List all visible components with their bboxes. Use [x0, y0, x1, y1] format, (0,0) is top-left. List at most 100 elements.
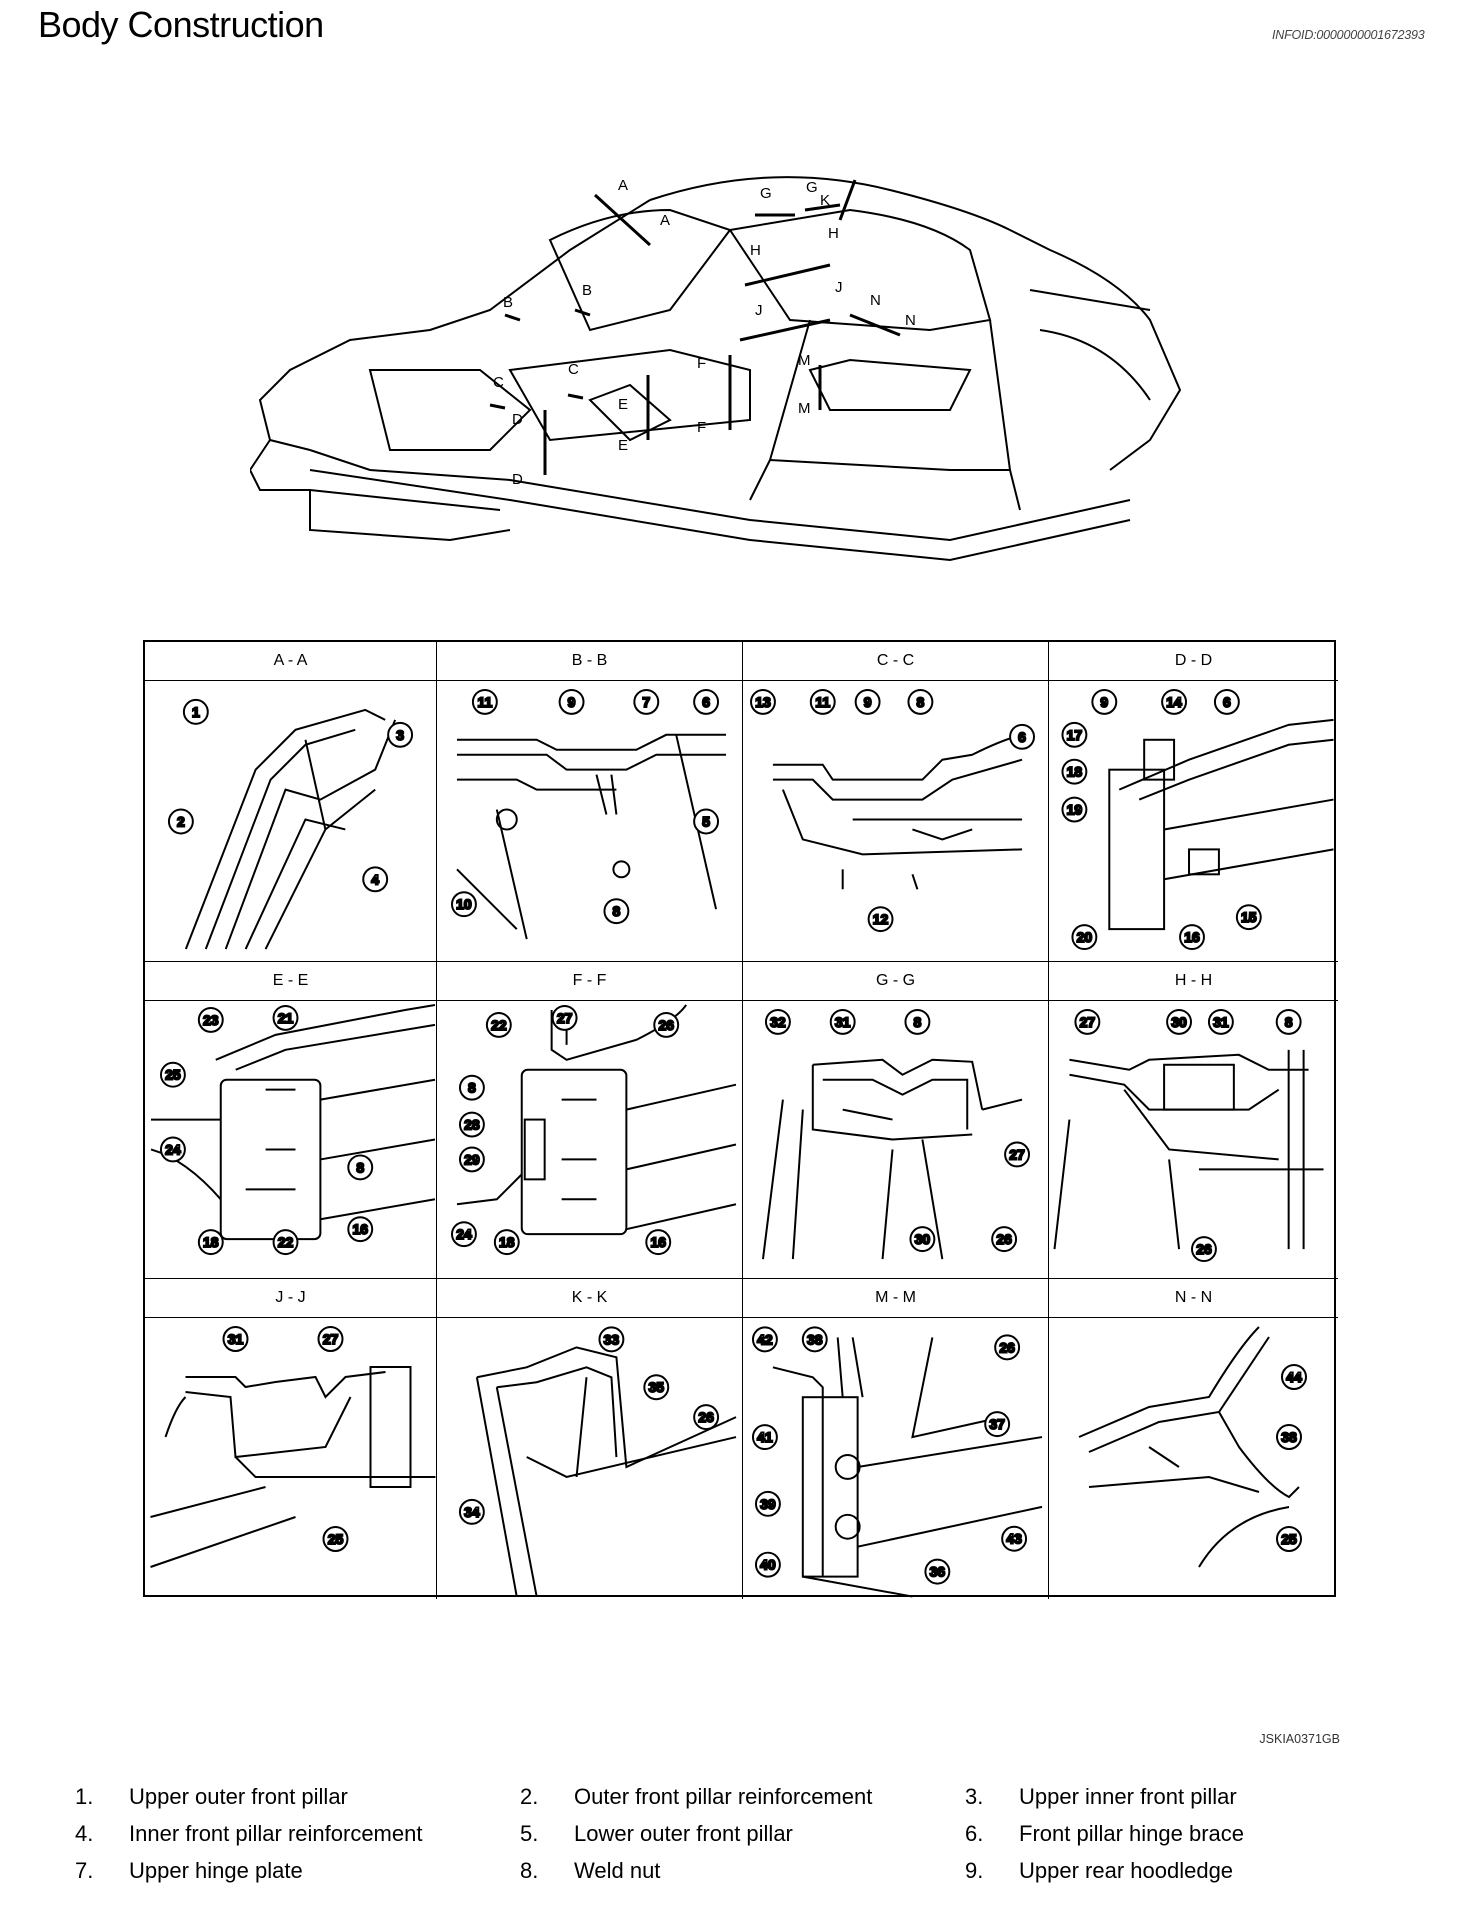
- section-label: J - J: [145, 1279, 436, 1318]
- svg-text:18: 18: [203, 1234, 219, 1250]
- svg-text:14: 14: [1166, 694, 1182, 710]
- svg-text:6: 6: [1018, 729, 1026, 745]
- svg-text:D: D: [512, 471, 523, 488]
- legend-item: 5.Lower outer front pillar: [520, 1821, 793, 1846]
- section-k-k: K - K 33 35 26 34: [437, 1279, 743, 1599]
- section-m-m: M - M 42 38 26 41 37 39 40 36 43: [743, 1279, 1049, 1599]
- svg-text:11: 11: [478, 694, 493, 710]
- svg-text:N: N: [905, 312, 916, 329]
- svg-text:30: 30: [915, 1231, 931, 1247]
- svg-text:38: 38: [807, 1331, 823, 1347]
- svg-text:C: C: [493, 374, 504, 391]
- section-n-n: N - N 44 38 25: [1049, 1279, 1338, 1599]
- legend-item: 3.Upper inner front pillar: [965, 1784, 1237, 1809]
- svg-text:9: 9: [864, 694, 872, 710]
- svg-text:J: J: [835, 279, 843, 296]
- svg-text:11: 11: [815, 694, 830, 710]
- svg-text:40: 40: [760, 1557, 776, 1573]
- svg-text:A: A: [618, 177, 628, 194]
- svg-text:44: 44: [1286, 1369, 1302, 1385]
- svg-text:28: 28: [464, 1117, 480, 1133]
- parts-legend: 1.Upper outer front pillar 2.Outer front…: [75, 1782, 1405, 1893]
- legend-item: 2.Outer front pillar reinforcement: [520, 1784, 873, 1809]
- svg-text:6: 6: [702, 694, 710, 710]
- svg-text:20: 20: [1077, 929, 1093, 945]
- svg-text:B: B: [503, 294, 513, 311]
- svg-text:2: 2: [177, 813, 185, 829]
- svg-text:29: 29: [464, 1151, 480, 1167]
- svg-text:26: 26: [999, 1339, 1015, 1355]
- svg-text:D: D: [512, 411, 523, 428]
- svg-text:J: J: [755, 302, 763, 319]
- svg-text:12: 12: [873, 911, 889, 927]
- section-b-b: B - B 11 9 7 6 5 10 8: [437, 642, 743, 962]
- legend-item: 8.Weld nut: [520, 1858, 661, 1883]
- svg-text:34: 34: [464, 1504, 480, 1520]
- svg-text:A: A: [660, 212, 670, 229]
- svg-text:13: 13: [755, 694, 771, 710]
- section-d-d: D - D 9 14 6 17 18 19 20 16 15: [1049, 642, 1338, 962]
- section-label: H - H: [1049, 962, 1338, 1001]
- svg-text:21: 21: [278, 1010, 294, 1026]
- svg-text:4: 4: [371, 871, 379, 887]
- svg-text:M: M: [798, 400, 811, 417]
- svg-text:C: C: [568, 361, 579, 378]
- info-id: INFOID:0000000001672393: [1272, 28, 1425, 42]
- svg-text:26: 26: [698, 1409, 714, 1425]
- legend-item: 1.Upper outer front pillar: [75, 1784, 348, 1809]
- svg-text:19: 19: [1067, 802, 1083, 818]
- car-body-illustration: A A B B C C D D E E F F G G H H J J K K …: [248, 155, 1230, 600]
- svg-text:27: 27: [1080, 1014, 1096, 1030]
- svg-text:27: 27: [323, 1331, 339, 1347]
- svg-text:10: 10: [456, 896, 472, 912]
- svg-text:31: 31: [1213, 1014, 1229, 1030]
- svg-text:39: 39: [760, 1496, 776, 1512]
- svg-text:17: 17: [1067, 727, 1083, 743]
- svg-text:6: 6: [1223, 694, 1231, 710]
- svg-text:33: 33: [604, 1331, 620, 1347]
- svg-text:25: 25: [165, 1067, 181, 1083]
- svg-text:H: H: [828, 225, 839, 242]
- svg-text:32: 32: [770, 1014, 786, 1030]
- svg-text:38: 38: [1281, 1429, 1297, 1445]
- legend-item: 6.Front pillar hinge brace: [965, 1821, 1245, 1846]
- section-e-e: E - E 23 21 25 8 24 18 22 16: [145, 962, 437, 1279]
- svg-text:42: 42: [757, 1331, 773, 1347]
- section-a-a: A - A 1 2 3 4: [145, 642, 437, 962]
- page-title: Body Construction: [38, 4, 324, 45]
- svg-text:9: 9: [1100, 694, 1108, 710]
- svg-text:24: 24: [165, 1141, 181, 1157]
- svg-text:8: 8: [613, 903, 621, 919]
- svg-text:16: 16: [352, 1221, 368, 1237]
- section-label: F - F: [437, 962, 742, 1001]
- section-c-c: C - C 13 11 9 8 6 12: [743, 642, 1049, 962]
- svg-text:1: 1: [192, 704, 200, 720]
- section-label: N - N: [1049, 1279, 1338, 1318]
- section-label: K - K: [437, 1279, 742, 1318]
- section-label: M - M: [743, 1279, 1048, 1318]
- svg-text:30: 30: [1171, 1014, 1187, 1030]
- svg-text:8: 8: [914, 1014, 922, 1030]
- legend-row: 4.Inner front pillar reinforcement 5.Low…: [75, 1819, 1405, 1856]
- svg-text:15: 15: [1241, 909, 1257, 925]
- svg-text:F: F: [697, 355, 706, 372]
- svg-text:H: H: [750, 242, 761, 259]
- svg-text:7: 7: [642, 694, 650, 710]
- section-label: B - B: [437, 642, 742, 681]
- svg-text:18: 18: [1067, 764, 1083, 780]
- section-label: D - D: [1049, 642, 1338, 681]
- svg-text:31: 31: [228, 1331, 244, 1347]
- svg-text:8: 8: [356, 1159, 364, 1175]
- svg-text:F: F: [697, 419, 706, 436]
- svg-text:25: 25: [328, 1531, 344, 1547]
- section-label: A - A: [145, 642, 436, 681]
- svg-text:G: G: [806, 179, 818, 196]
- svg-text:26: 26: [1196, 1241, 1212, 1257]
- section-views-grid: A - A 1 2 3 4 B - B 11: [143, 640, 1338, 1599]
- legend-item: 9.Upper rear hoodledge: [965, 1858, 1234, 1883]
- svg-text:8: 8: [468, 1080, 476, 1096]
- svg-text:18: 18: [499, 1234, 515, 1250]
- svg-text:N: N: [870, 292, 881, 309]
- svg-text:3: 3: [396, 727, 404, 743]
- section-g-g: G - G 32 31 8 27 30 26: [743, 962, 1049, 1279]
